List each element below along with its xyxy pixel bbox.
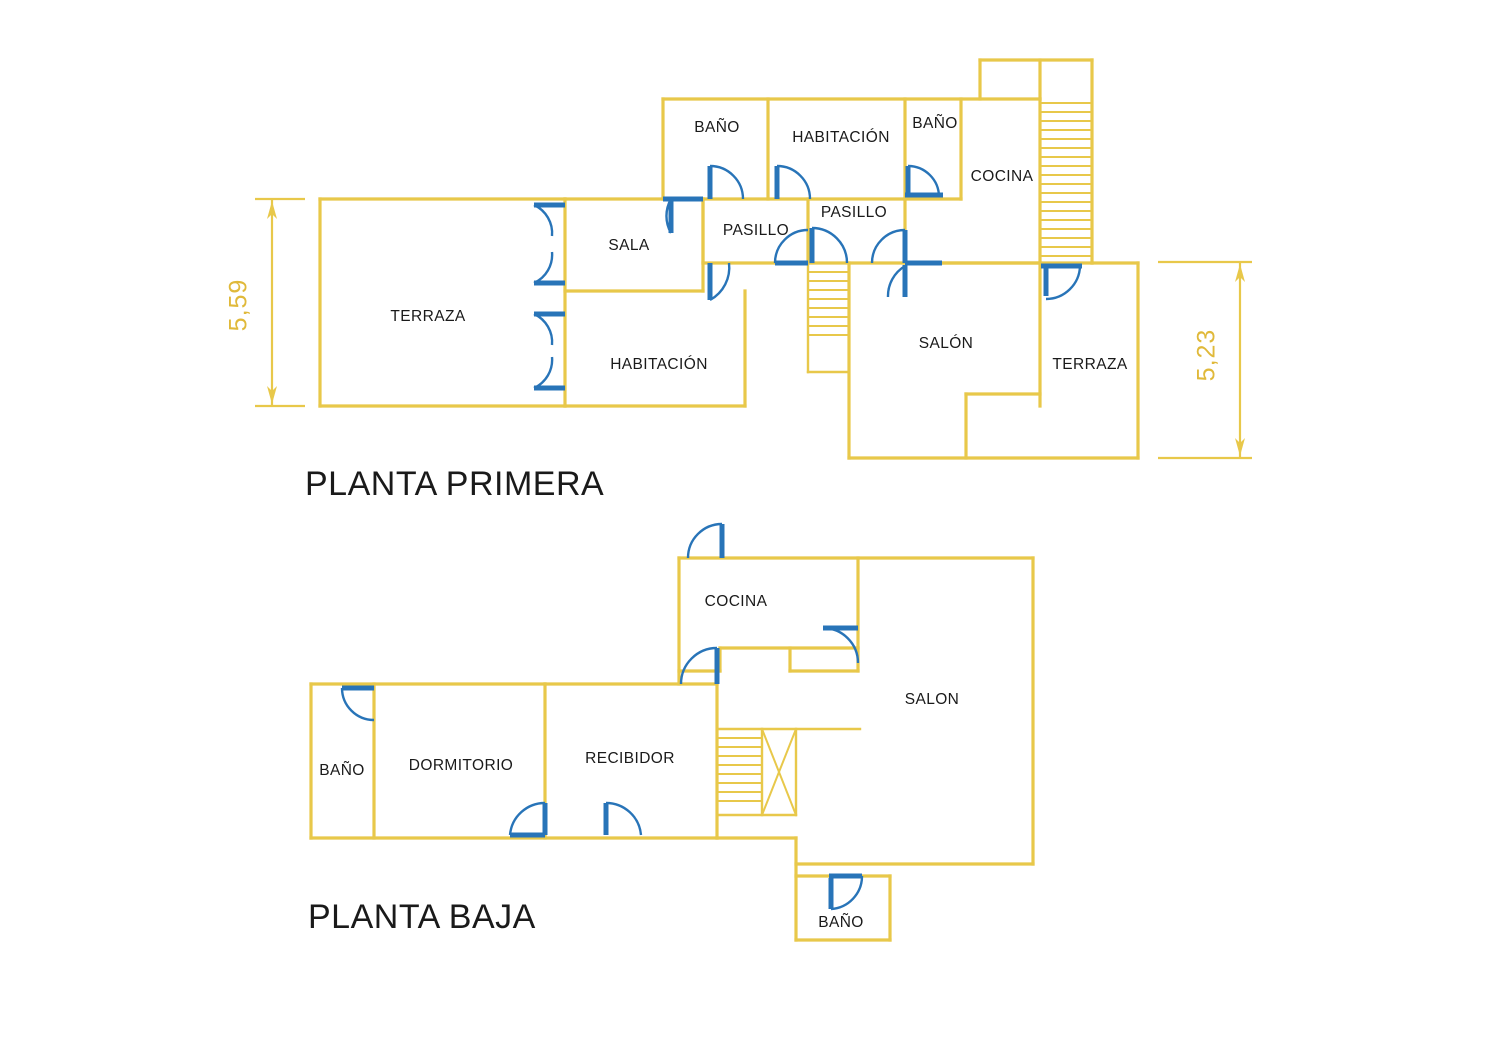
dimension-left-559: 5,59 [225,197,305,408]
room-label-bano-izq: BAÑO [694,119,740,136]
stairs-baja [715,727,862,817]
planta-primera-group: 5,59 5,23 [225,58,1252,503]
room-label-cocina-baja: COCINA [705,593,768,610]
plan-title-planta-primera: PLANTA PRIMERA [305,465,604,503]
walls-cocina-salon-baja [677,556,1035,942]
room-label-bano-der: BAÑO [912,115,958,132]
doors-upper-block [663,164,1082,301]
stairs-pasillo-upper [806,261,851,374]
room-label-salon: SALÓN [919,335,974,352]
room-label-bano-der-baja: BAÑO [818,914,864,931]
stairs-cocina-upper [1040,102,1092,257]
room-label-bano-izq-baja: BAÑO [319,762,365,779]
room-label-habitacion-pb: HABITACIÓN [610,356,708,373]
room-label-pasillo-der: PASILLO [821,204,887,221]
doors-baja [340,522,864,911]
planta-baja-group: BAÑO DORMITORIO RECIBIDOR COCINA SALON B… [308,522,1035,942]
doors-left-block [533,202,731,391]
room-label-sala: SALA [608,237,649,254]
room-labels-planta-primera: TERRAZA SALA HABITACIÓN BAÑO HABITACIÓN … [390,115,1127,373]
room-label-salon-baja: SALON [905,691,960,708]
room-label-terraza-der: TERRAZA [1052,356,1127,373]
room-label-pasillo-izq: PASILLO [723,222,789,239]
dimension-value-left: 5,59 [225,279,253,332]
walls-left-block [318,197,747,408]
plan-title-planta-baja: PLANTA BAJA [308,898,536,936]
dimension-right-523: 5,23 [1158,260,1252,460]
room-labels-planta-baja: BAÑO DORMITORIO RECIBIDOR COCINA SALON B… [319,593,959,931]
room-label-habitacion-sup: HABITACIÓN [792,129,890,146]
room-label-cocina: COCINA [971,168,1034,185]
room-label-dormitorio: DORMITORIO [409,757,513,774]
doors-pasillo-block [773,226,942,298]
dimension-value-right: 5,23 [1193,329,1221,382]
room-label-terraza-izq: TERRAZA [390,308,465,325]
room-label-recibidor: RECIBIDOR [585,750,675,767]
